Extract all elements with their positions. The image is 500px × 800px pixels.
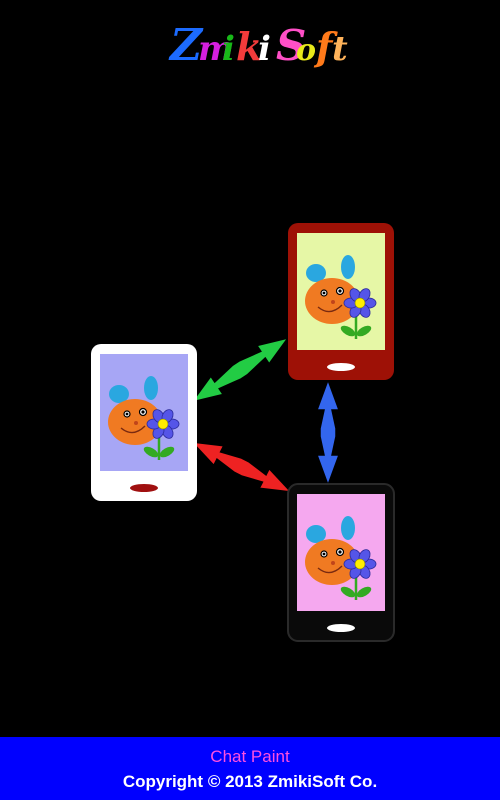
- red-double-arrow-icon: [190, 441, 293, 493]
- rabbit-ear-icon: [341, 255, 355, 279]
- rabbit-ear-icon: [144, 376, 158, 400]
- logo-letter: o: [296, 33, 316, 68]
- phones-illustration: [91, 223, 395, 642]
- copyright-label: Copyright © 2013 ZmikiSoft Co.: [122, 772, 378, 791]
- blue-double-arrow-icon: [315, 377, 341, 488]
- phone-home-button: [327, 624, 355, 632]
- logo-letter: Z: [168, 20, 204, 71]
- logo-letter: S: [276, 21, 306, 70]
- green-double-arrow-icon: [190, 336, 290, 404]
- app-name-label: Chat Paint: [210, 747, 290, 766]
- logo-letter: t: [332, 29, 348, 69]
- flower-icon: [146, 409, 180, 439]
- logo-letter: m: [198, 29, 234, 69]
- phone-white-icon: [91, 344, 197, 501]
- phone-red-icon: [288, 223, 394, 380]
- logo-letter: i: [222, 29, 235, 69]
- rabbit-ear-icon: [341, 516, 355, 540]
- footer-bar: Chat Paint Copyright © 2013 ZmikiSoft Co…: [0, 737, 500, 800]
- phone-black-icon: [287, 483, 395, 642]
- logo-letter: i: [258, 29, 271, 69]
- rabbit-ear-icon: [306, 264, 326, 282]
- rabbit-ear-icon: [306, 525, 326, 543]
- flower-icon: [343, 549, 377, 579]
- phone-home-button: [130, 484, 158, 492]
- logo-letter: k: [236, 24, 262, 69]
- phone-home-button: [327, 363, 355, 371]
- flower-icon: [343, 288, 377, 318]
- rabbit-ear-icon: [109, 385, 129, 403]
